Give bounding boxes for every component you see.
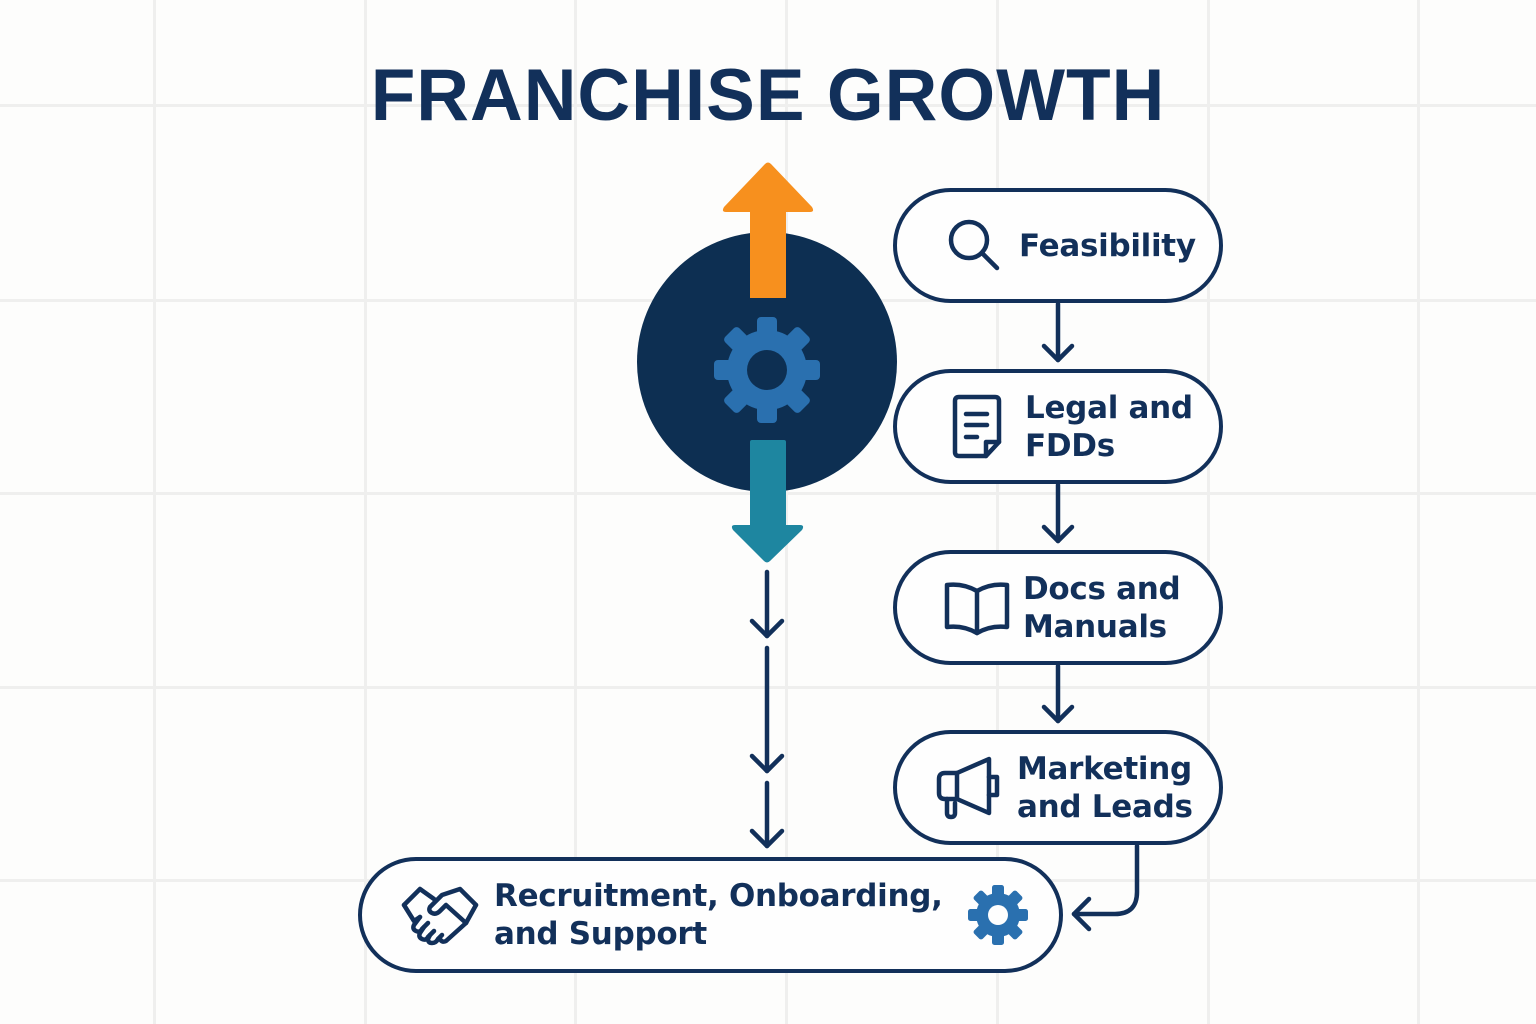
megaphone-icon — [933, 753, 1005, 823]
grid-line — [0, 104, 1536, 107]
step-label: Feasibility — [1019, 227, 1196, 264]
handshake-icon — [400, 881, 480, 949]
document-icon — [949, 392, 1005, 462]
arrow-down-icon — [731, 440, 804, 563]
grid-line — [785, 0, 788, 1024]
step-docs-manuals: Docs and Manuals — [893, 550, 1223, 665]
grid-line — [1417, 0, 1420, 1024]
grid-line — [1207, 0, 1210, 1024]
step-label: Marketing and Leads — [1017, 750, 1193, 825]
book-open-icon — [941, 577, 1013, 639]
step-marketing-leads: Marketing and Leads — [893, 730, 1223, 845]
step-label: Recruitment, Onboarding, and Support — [494, 878, 943, 952]
arrow-up-icon — [722, 162, 814, 298]
right-flow-arrows — [1041, 301, 1140, 932]
step-recruitment-onboarding-support: Recruitment, Onboarding, and Support — [358, 857, 1063, 973]
grid-line — [574, 0, 577, 1024]
step-legal-fdds: Legal and FDDs — [893, 369, 1223, 484]
search-icon — [943, 215, 1005, 277]
gear-icon — [967, 884, 1029, 946]
left-flow-arrows — [749, 569, 785, 849]
grid-line — [364, 0, 367, 1024]
gear-icon — [714, 317, 820, 423]
grid-line — [996, 0, 999, 1024]
step-label: Docs and Manuals — [1023, 570, 1181, 645]
page-title: FRANCHISE GROWTH — [370, 55, 1166, 136]
step-feasibility: Feasibility — [893, 188, 1223, 303]
step-label: Legal and FDDs — [1025, 389, 1193, 464]
grid-line — [153, 0, 156, 1024]
